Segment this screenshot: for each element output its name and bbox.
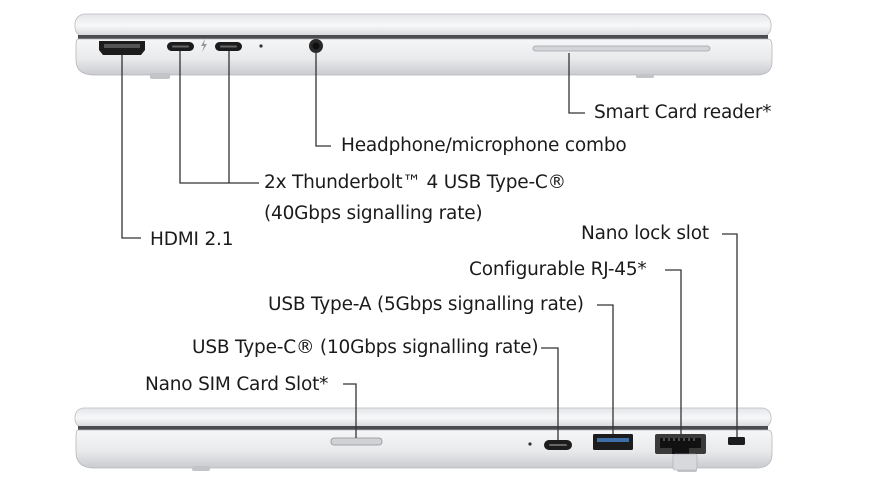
foot-left [150,73,170,79]
label-headphone-combo: Headphone/microphone combo [341,135,627,156]
leader-usb-c [541,347,559,440]
leader-lines [121,51,738,440]
label-thunderbolt-rate: (40Gbps signalling rate) [264,203,483,224]
leader-nano-lock [722,233,738,437]
label-smart-card-reader: Smart Card reader* [594,102,772,123]
lid-top [74,13,772,38]
laptop-left-side [74,13,773,79]
foot-right [636,74,654,78]
label-nano-sim: Nano SIM Card Slot* [145,374,329,395]
leader-headphone [315,53,331,147]
leader-smart-card [568,53,585,114]
nano-sim-slot [330,437,383,446]
rj45-flap [672,453,698,471]
leader-thunderbolt-1 [179,51,259,184]
label-nano-lock-slot: Nano lock slot [581,223,709,244]
status-led [528,442,532,446]
thunderbolt-icon [201,39,207,52]
label-usb-a: USB Type-A (5Gbps signalling rate) [268,294,584,315]
lid-seam [78,426,768,430]
foot-left [192,466,210,471]
leader-rj45 [665,269,682,434]
usb-a-port [593,434,633,450]
status-led [259,44,263,48]
leader-usb-a [597,304,614,434]
laptop-right-side [74,407,773,472]
label-usb-c: USB Type-C® (10Gbps signalling rate) [192,337,539,358]
leader-hdmi [121,55,141,239]
nano-lock-slot [728,437,745,445]
leader-nano-sim [343,383,357,438]
lid-top [74,407,772,429]
smart-card-slot [532,45,711,52]
rj45-port [655,434,706,471]
lid-seam [78,35,768,39]
hdmi-port [99,41,145,55]
label-hdmi: HDMI 2.1 [150,229,234,250]
label-thunderbolt: 2x Thunderbolt™ 4 USB Type-C® [264,172,566,193]
label-rj45: Configurable RJ-45* [469,259,647,280]
